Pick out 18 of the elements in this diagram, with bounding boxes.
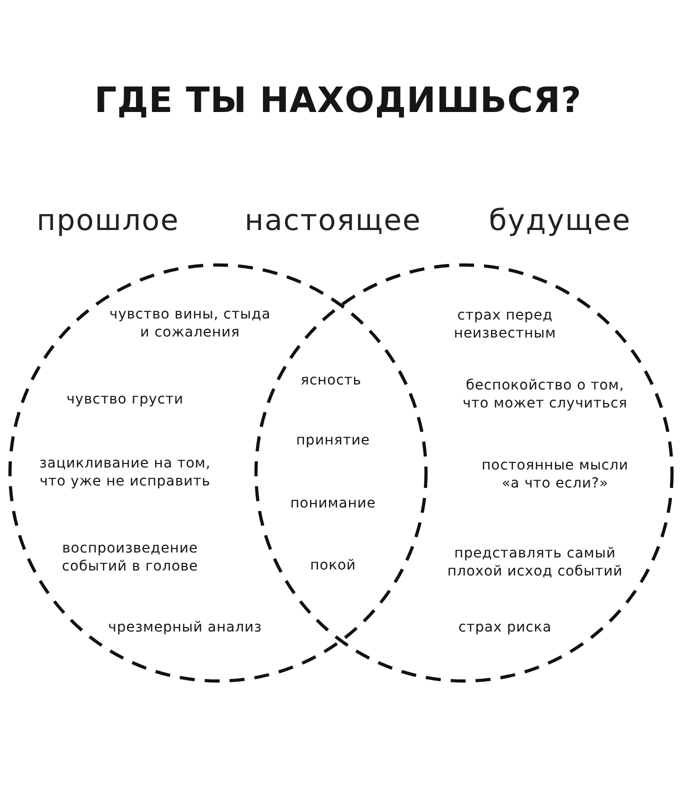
venn-item-text: страх риска <box>458 619 552 637</box>
venn-item-text: чувство вины, стыда и сожаления <box>109 306 271 342</box>
venn-item-text: покой <box>310 557 356 575</box>
venn-item-text: ясность <box>300 372 362 390</box>
section-heading: настоящее <box>244 202 422 238</box>
section-heading: прошлое <box>36 202 180 238</box>
venn-item-text: понимание <box>290 495 376 513</box>
venn-item-text: принятие <box>296 432 370 450</box>
venn-item-text: зацикливание на том, что уже не исправить <box>39 456 211 490</box>
venn-item-text: постоянные мысли «а что если?» <box>482 458 628 492</box>
venn-item-text: чувство грусти <box>66 391 184 409</box>
venn-item-text: беспокойство о том, что может случиться <box>462 378 628 412</box>
title: ГДЕ ТЫ НАХОДИШЬСЯ? <box>94 80 582 124</box>
venn-item-text: страх перед неизвестным <box>454 308 556 342</box>
venn-item-text: представлять самый плохой исход событий <box>447 546 623 580</box>
venn-item-text: воспроизведение событий в голове <box>62 540 198 576</box>
venn-item-text: чрезмерный анализ <box>108 619 262 637</box>
section-heading: будущее <box>488 202 632 238</box>
